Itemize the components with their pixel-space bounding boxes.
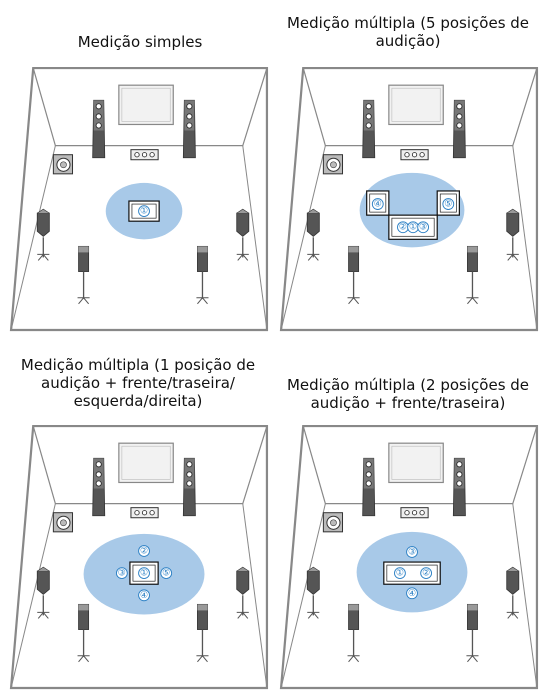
position-marker-ring (406, 546, 418, 558)
surround-back-right-speaker (466, 245, 479, 305)
center-speaker (130, 149, 159, 161)
panel-4-title: Medição múltipla (2 posições de audição … (275, 376, 541, 412)
right-floor-edge (512, 145, 538, 331)
right-floor-edge (242, 503, 268, 689)
front-left-speaker (92, 99, 106, 159)
center-speaker (400, 149, 429, 161)
tv-screen-inner (391, 445, 441, 480)
panel-2-title-line-1: Medição múltipla (5 posições de (286, 14, 530, 32)
front-left-speaker (362, 457, 376, 517)
position-marker-ring (138, 205, 150, 218)
center-speaker (130, 507, 159, 519)
tv-screen-inner (121, 445, 171, 480)
left-floor-edge (10, 503, 56, 689)
surround-right-speaker (236, 566, 250, 619)
position-marker-label: ② (399, 223, 407, 233)
front-left-speaker (362, 99, 376, 159)
panel-2-title: Medição múltipla (5 posições de audição) (275, 14, 541, 50)
position-marker-ring (371, 198, 384, 210)
tv-screen (388, 84, 444, 126)
left-floor-edge (280, 503, 326, 689)
subwoofer (322, 154, 344, 175)
subwoofer (52, 154, 74, 175)
left-floor-edge (10, 145, 56, 331)
surround-right-speaker (506, 208, 520, 261)
right-floor-edge (512, 503, 538, 689)
position-marker-label: ③ (118, 569, 126, 579)
position-marker-label: ① (140, 569, 148, 579)
tv-screen (118, 84, 174, 126)
position-marker-label: ③ (408, 547, 416, 557)
position-marker-ring (442, 198, 455, 210)
back-wall-edge (302, 425, 538, 505)
position-marker-ring (406, 587, 418, 600)
panel-4-title-line-1: Medição múltipla (2 posições de (286, 376, 530, 394)
surround-back-left-speaker (347, 603, 360, 663)
room-diagram-single: ① (9, 66, 269, 332)
center-speaker (400, 507, 429, 519)
surround-back-left-speaker (77, 603, 90, 663)
front-left-speaker (92, 457, 106, 517)
position-marker-label: ⑤ (162, 569, 170, 579)
surround-right-speaker (236, 208, 250, 261)
back-wall-edge (302, 67, 538, 147)
position-marker-ring (115, 567, 128, 580)
surround-left-speaker (36, 566, 50, 619)
panel-3-title: Medição múltipla (1 posição de audição +… (0, 356, 276, 410)
tv-screen (388, 442, 444, 484)
panel-3-title-line-3: esquerda/direita) (73, 392, 203, 410)
surround-back-right-speaker (466, 603, 479, 663)
tv-screen (118, 442, 174, 484)
surround-back-right-speaker (196, 245, 209, 305)
position-marker-label: ① (140, 207, 148, 217)
tv-screen-inner (121, 87, 171, 122)
panel-3-title-line-1: Medição múltipla (1 posição de (20, 356, 256, 374)
surround-left-speaker (306, 208, 320, 261)
position-marker-label: ⑤ (444, 200, 452, 210)
front-right-speaker (452, 457, 466, 517)
position-marker-label: ④ (374, 200, 382, 210)
position-marker-label: ② (422, 569, 430, 579)
surround-left-speaker (306, 566, 320, 619)
front-right-speaker (452, 99, 466, 159)
panel-3-title-line-2: audição + frente/traseira/ (41, 374, 235, 392)
position-marker-ring (138, 545, 150, 557)
position-marker-ring (420, 567, 433, 580)
position-marker-ring (138, 567, 150, 580)
position-marker-label: ④ (408, 589, 416, 599)
position-marker-ring (138, 589, 150, 602)
panel-1-title-line-1: Medição simples (77, 33, 203, 51)
room-diagram-multi-2-fb: ③ ① ②④ (279, 424, 539, 690)
position-marker-ring (160, 567, 173, 580)
surround-left-speaker (36, 208, 50, 261)
front-right-speaker (182, 99, 196, 159)
surround-right-speaker (506, 566, 520, 619)
surround-back-right-speaker (196, 603, 209, 663)
right-floor-edge (242, 145, 268, 331)
surround-back-left-speaker (77, 245, 90, 305)
panel-2-title-line-2: audição) (375, 32, 441, 50)
front-right-speaker (182, 457, 196, 517)
position-marker-label: ③ (419, 223, 427, 233)
tv-screen-inner (391, 87, 441, 122)
position-marker-label: ② (140, 546, 148, 556)
position-marker-label: ① (409, 223, 417, 233)
panel-1-title: Medição simples (10, 33, 270, 51)
panel-4-title-line-2: audição + frente/traseira) (310, 394, 506, 412)
subwoofer (52, 512, 74, 533)
position-marker-ring (417, 221, 429, 234)
surround-back-left-speaker (347, 245, 360, 305)
subwoofer (322, 512, 344, 533)
room-diagram-multi-1-fblr: ② ③ ① ⑤ ④ (9, 424, 269, 690)
back-wall-edge (32, 425, 268, 505)
position-marker-label: ④ (140, 591, 148, 601)
position-marker-ring (394, 567, 406, 580)
position-marker-label: ① (396, 569, 404, 579)
back-wall-edge (32, 67, 268, 147)
left-floor-edge (280, 145, 326, 331)
